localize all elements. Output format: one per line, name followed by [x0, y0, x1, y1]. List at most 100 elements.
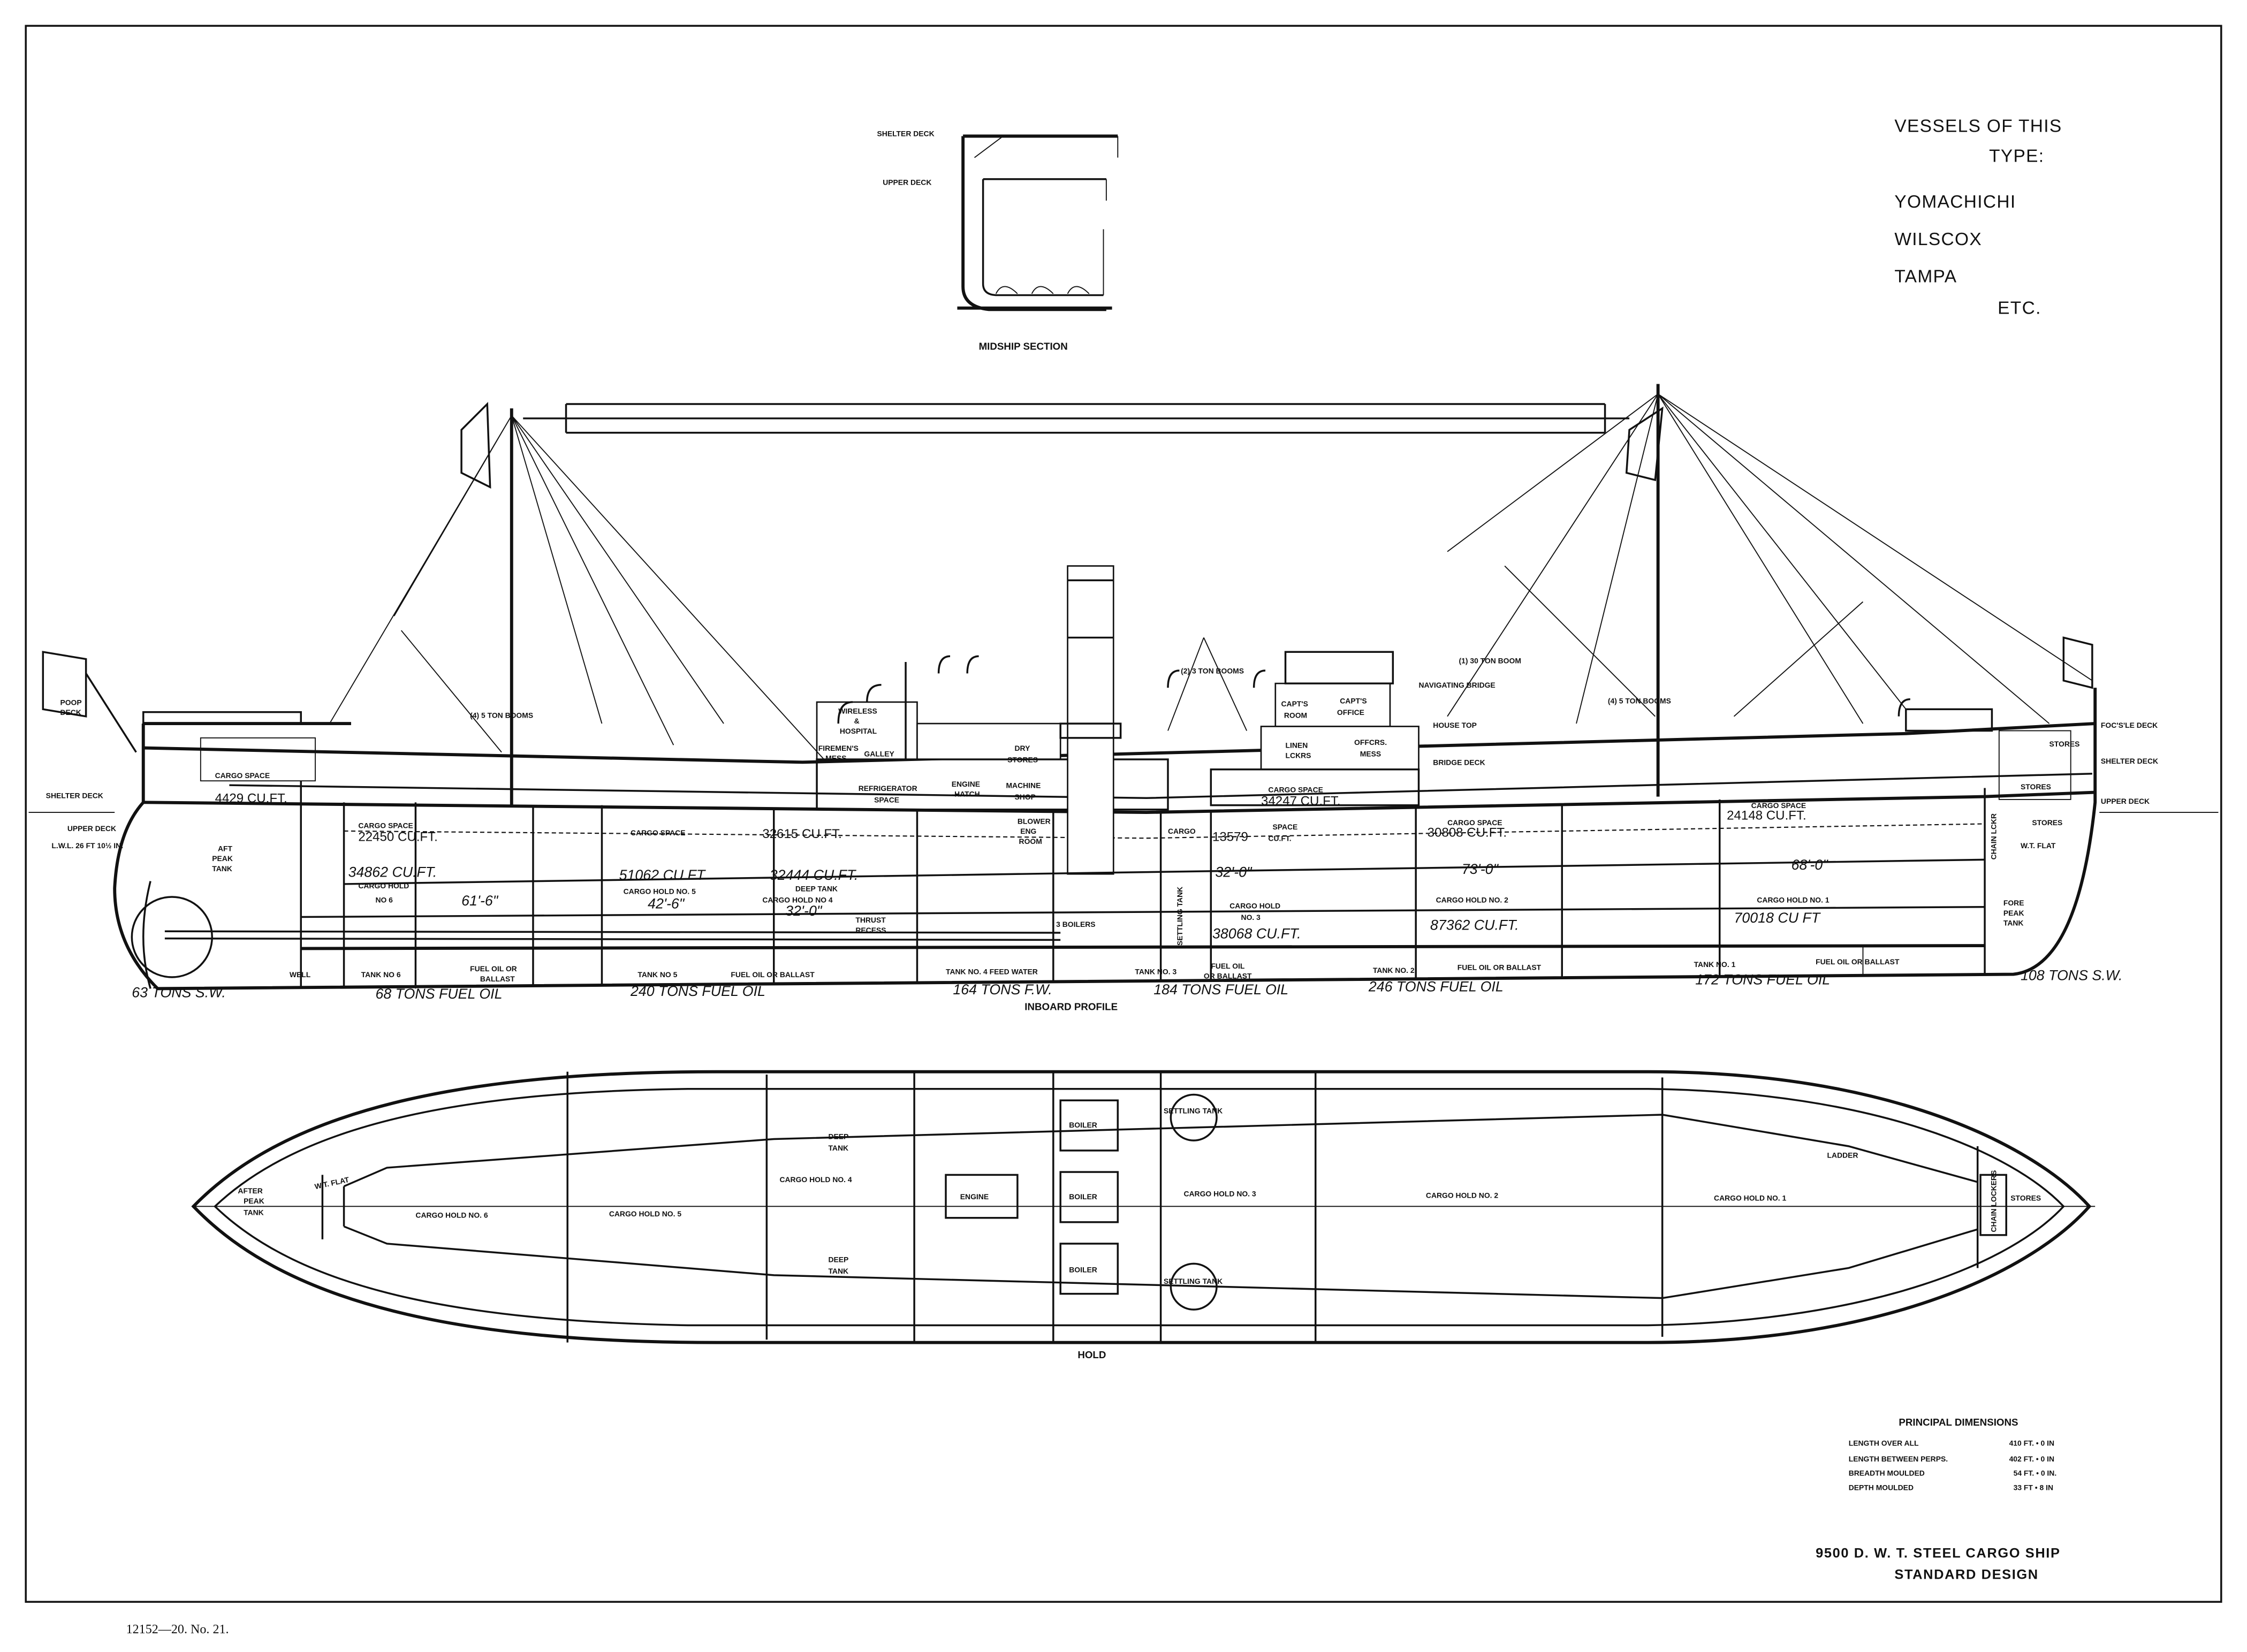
tonnage-label: 184 TONS FUEL OIL [1153, 981, 1288, 998]
hold-label: CARGO HOLD NO. 2 [1436, 896, 1508, 904]
hold-plan-label: DEEP [828, 1255, 848, 1264]
boom-label: (4) 5 TON BOOMS [470, 711, 533, 719]
hold-plan-outline [191, 1070, 2092, 1344]
tonnage-label: 164 TONS F.W. [953, 981, 1052, 998]
tonnage-label: 246 TONS FUEL OIL [1368, 979, 1504, 995]
hold-plan-label: DEEP [828, 1132, 848, 1140]
hold-length: 42'-6" [648, 895, 685, 911]
dimension-name: LENGTH BETWEEN PERPS. [1849, 1455, 1948, 1463]
room-label: DRY [1015, 744, 1031, 752]
hold-volume: 70018 CU FT [1734, 910, 1821, 926]
vessel-name: WILSCOX [1894, 230, 1982, 249]
principal-dimensions: PRINCIPAL DIMENSIONS LENGTH OVER ALL 410… [1849, 1417, 2056, 1491]
hold-plan-label: CARGO HOLD NO. 5 [609, 1209, 681, 1218]
tank-label: TANK NO 5 [637, 970, 677, 979]
boom-label: (4) 5 TON BOOMS [1608, 697, 1671, 705]
vessels-etc: ETC. [1998, 298, 2041, 318]
hold-plan-label: STORES [2010, 1194, 2041, 1202]
fore-peak-tank-label: PEAK [2003, 909, 2024, 917]
hold-plan-label: PEAK [244, 1197, 264, 1205]
room-label: MACHINE [1006, 781, 1041, 790]
midship-shelter-deck-label: SHELTER DECK [877, 129, 935, 138]
room-label: GALLEY [864, 750, 894, 758]
hold-label: CARGO HOLD [1229, 901, 1280, 910]
thrust-recess-label: RECESS [855, 926, 886, 934]
room-label: CAPT'S [1281, 699, 1308, 708]
tank-label: FUEL OIL OR [470, 964, 517, 973]
poop-deck-label: DECK [60, 708, 81, 717]
wt-flat-label: W.T. FLAT [2021, 841, 2056, 850]
navigating-bridge-label: NAVIGATING BRIDGE [1419, 681, 1496, 689]
vessels-heading-type: TYPE: [1989, 147, 2044, 166]
cargo-space-volume: 13579 [1212, 830, 1248, 844]
funnel [1067, 565, 1114, 875]
focsle-deck-label: FOC'S'LE DECK [2101, 721, 2158, 729]
tank-label: TANK NO 6 [361, 970, 401, 979]
hold-label: CARGO HOLD NO. 1 [1757, 896, 1829, 904]
vessels-heading: VESSELS OF THIS [1894, 116, 2062, 136]
stores-label: STORES [2049, 740, 2080, 748]
cargo-space-label: CARGO SPACE [1751, 801, 1806, 810]
hold-plan-title: HOLD [1077, 1349, 1106, 1360]
tonnage-label: 63 TONS S.W. [132, 984, 226, 1000]
cargo-space-volume: 4429 CU.FT. [215, 791, 287, 805]
hold-plan-label: CHAIN LOCKERS [1989, 1170, 1998, 1232]
hold-plan-label: TANK [828, 1267, 848, 1275]
tank-label: BALLAST [480, 975, 515, 983]
room-label: FIREMEN'S [818, 744, 859, 752]
room-label: ENG [1020, 827, 1036, 835]
room-label: LINEN [1286, 741, 1308, 750]
hold-plan-label: AFTER [238, 1186, 262, 1195]
midship-upper-deck-label: UPPER DECK [883, 178, 931, 186]
fore-peak-tank-label: TANK [2003, 919, 2024, 927]
hold-volume: 87362 CU.FT. [1430, 917, 1519, 933]
room-label: WIRELESS [838, 706, 877, 715]
room-label: OFFICE [1337, 708, 1364, 717]
hold-volume: 32444 CU.FT. [770, 867, 859, 883]
hold-plan-label: CARGO HOLD NO. 2 [1426, 1191, 1498, 1199]
house-top-label: HOUSE TOP [1433, 721, 1477, 729]
hold-length: 32'-0" [1215, 864, 1252, 880]
hull-outline [113, 688, 2097, 991]
hold-plan: AFTER PEAK TANK W.T. FLAT CARGO HOLD NO.… [191, 1070, 2096, 1360]
hold-label: CARGO HOLD NO 4 [762, 896, 833, 904]
tank-label: TANK NO. 1 [1694, 960, 1736, 969]
cargo-space-label: CARGO SPACE [358, 821, 413, 830]
cargo-space-label: CARGO SPACE [1447, 818, 1502, 827]
hold-plan-label: CARGO HOLD NO. 1 [1714, 1194, 1786, 1202]
boom-label: (1) 30 TON BOOM [1459, 657, 1521, 665]
tank-label: TANK NO. 2 [1373, 966, 1415, 975]
chain-locker-label: CHAIN LCKR [1989, 813, 1998, 860]
hold-plan-label: BOILER [1069, 1265, 1097, 1274]
tonnage-label: 172 TONS FUEL OIL [1695, 971, 1830, 987]
cargo-space-volume: 24148 CU.FT. [1727, 808, 1806, 823]
tank-label: TANK NO. 4 FEED WATER [946, 968, 1038, 976]
room-label: HOSPITAL [840, 727, 877, 735]
dimension-value: 33 FT • 8 IN [2014, 1483, 2053, 1491]
cargo-space-volume: 34247 CU.FT. [1261, 794, 1341, 809]
hold-plan-label: BOILER [1069, 1192, 1097, 1201]
dimension-name: LENGTH OVER ALL [1849, 1438, 1919, 1447]
room-label: MESS [825, 754, 846, 763]
hold-plan-label: CARGO HOLD NO. 3 [1183, 1190, 1256, 1198]
sheet-border [25, 25, 2222, 1603]
dimension-name: BREADTH MOULDED [1849, 1469, 1925, 1478]
room-label: HATCH [954, 790, 980, 798]
tank-label: FUEL OIL OR BALLAST [731, 970, 815, 979]
room-label: MESS [1360, 750, 1381, 758]
room-label: LCKRS [1286, 751, 1311, 759]
room-label: OFFCRS. [1354, 738, 1387, 747]
hold-label: NO 6 [375, 896, 393, 904]
room-label: BLOWER [1018, 817, 1051, 825]
fore-peak-tank-label: FORE [2003, 899, 2024, 907]
lwl-label: L.W.L. 26 FT 10½ IN. [51, 841, 123, 850]
tank-label: FUEL OIL OR BALLAST [1457, 963, 1542, 972]
boom-label: (2) 3 TON BOOMS [1181, 666, 1244, 675]
tank-label: WELL [290, 970, 311, 979]
hold-plan-label: LADDER [1827, 1151, 1858, 1159]
hold-plan-label: TANK [244, 1208, 264, 1216]
dimension-value: 410 FT. • 0 IN [2009, 1438, 2054, 1447]
aft-upper-deck-label: UPPER DECK [67, 824, 116, 833]
hold-plan-label: TANK [828, 1144, 848, 1152]
hold-length: 61'-6" [461, 893, 499, 909]
